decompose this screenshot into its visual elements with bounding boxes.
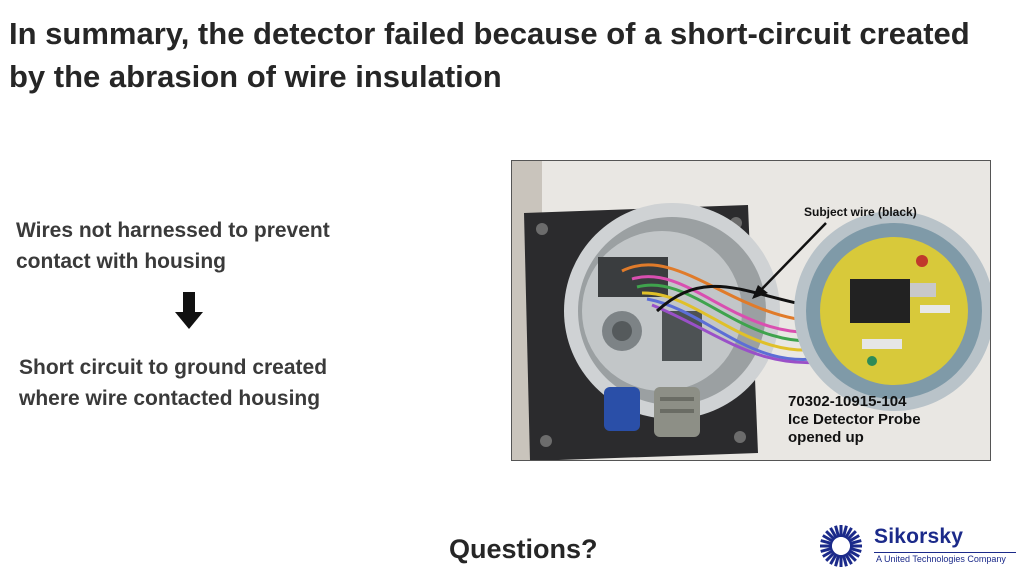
slide-title: In summary, the detector failed because …	[9, 16, 970, 94]
part-state: opened up	[788, 429, 864, 446]
logo-name: Sikorsky	[874, 525, 964, 548]
effect-text: Short circuit to ground created where wi…	[19, 356, 328, 410]
ice-detector-photo: Subject wire (black) 70302-10915-104 Ice…	[511, 160, 991, 461]
questions-text: Questions?	[449, 534, 598, 564]
part-callout: 70302-10915-104 Ice Detector Probe opene…	[788, 393, 988, 447]
logo-tagline: A United Technologies Company	[876, 554, 1006, 564]
logo-divider	[874, 552, 1016, 553]
sikorsky-logo: Sikorsky A United Technologies Company	[818, 524, 1018, 568]
subject-wire-callout: Subject wire (black)	[804, 205, 917, 219]
down-arrow-icon	[175, 292, 203, 329]
part-name: Ice Detector Probe	[788, 411, 921, 428]
cause-text: Wires not harnessed to prevent contact w…	[16, 219, 330, 273]
part-number: 70302-10915-104	[788, 393, 907, 410]
sikorsky-burst-icon	[820, 525, 862, 567]
photo-illustration	[512, 161, 990, 460]
